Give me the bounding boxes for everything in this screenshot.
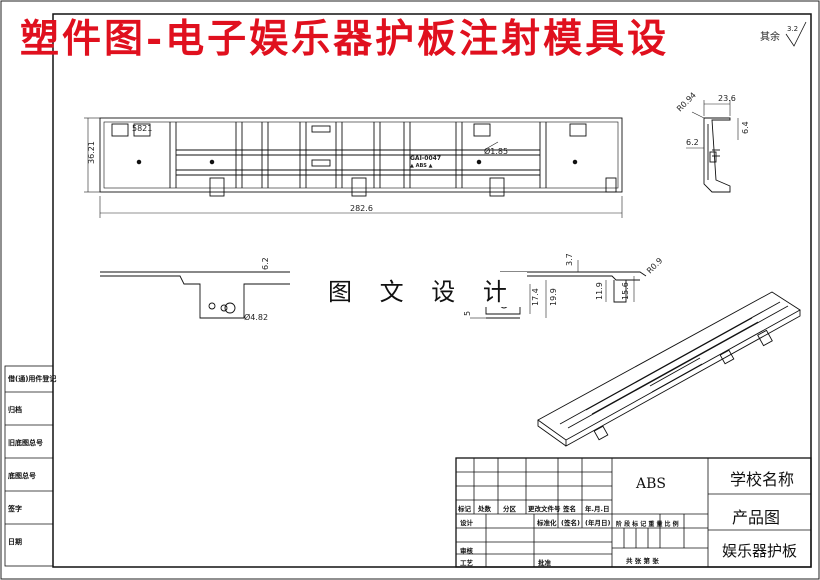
part-marking-line1: GAI-0047 [410,155,441,162]
label-stage-weight-scale: 阶 段 标 记 重 量 比 例 [616,521,679,528]
dim-r-0-9: R0.9 [645,256,664,275]
dim-15-6: 15.6 [621,282,630,300]
section-view-middle-dimensions [470,280,547,319]
row-label-count: 处数 [478,505,491,513]
label-process: 工艺 [460,559,473,567]
part-name: 娱乐器护板 [722,542,798,560]
label-approve: 批准 [538,559,551,567]
row-label-sign: 签名 [563,505,576,513]
dim-dia-1-85: Ø1.85 [484,146,508,156]
material-value: ABS [636,476,666,492]
dim-6-2-section: 6.2 [261,257,270,270]
row-label-change-doc: 更改文件号 [528,505,561,513]
label-design: 设计 [460,519,473,527]
row-label-mark: 标记 [458,505,471,513]
section-view-right [500,271,647,303]
dim-11-9: 11.9 [595,282,604,300]
label-standardize: 标准化 [537,519,557,527]
dim-23-6: 23.6 [718,94,736,103]
dim-6-2-side: 6.2 [686,138,699,147]
label-signature: (签名) [561,519,580,527]
side-view-dimensions [686,100,739,149]
dim-58-21: 5821 [132,124,152,133]
roughness-value: 3.2 [787,25,798,33]
roughness-symbol [785,21,807,47]
label-sheets: 共 张 第 张 [626,557,659,565]
margin-label-reuse: 借(通)用件登记 [8,375,57,383]
side-view [703,117,731,193]
label-audit: 审核 [460,547,473,555]
row-label-date: 年.月.日 [585,505,610,513]
dim-36-21: 36.21 [87,141,96,164]
margin-label-drawing-no: 底图总号 [8,472,36,480]
front-view [99,117,623,197]
dim-19-9: 19.9 [549,288,558,306]
school-name: 学校名称 [730,470,795,489]
label-ymd: (年月日) [585,519,611,527]
part-marking-line2: ▲ ABS ▲ [410,163,433,169]
inner-border [52,13,812,568]
dim-r-0-94: R0.94 [675,91,698,114]
drawing-type: 产品图 [732,508,781,527]
dim-5: 5 [463,311,472,316]
dim-3-7: 3.7 [565,253,574,266]
left-margin-table [4,365,54,567]
center-watermark-label: 图 文 设 计 [318,272,527,307]
row-label-zone: 分区 [503,505,516,513]
margin-label-old-drawing: 旧底图总号 [8,439,43,447]
margin-label-signature: 签字 [8,505,22,513]
section-view-left [100,271,290,319]
dim-282-6: 282.6 [350,204,373,213]
title-block-grid [455,457,812,568]
section-view-right-dimensions [577,260,635,302]
isometric-view [537,291,801,447]
margin-label-date: 日期 [8,538,22,546]
roughness-label: 其余 [760,30,780,43]
drawing-title: 塑件图-电子娱乐器护板注射模具设 [20,16,670,62]
dim-17-4: 17.4 [531,288,540,306]
dim-6-4: 6.4 [741,121,750,134]
margin-label-archive: 归档 [8,406,22,414]
dim-dia-4-82: Ø4.82 [244,312,268,322]
front-view-dimensions [84,117,623,218]
